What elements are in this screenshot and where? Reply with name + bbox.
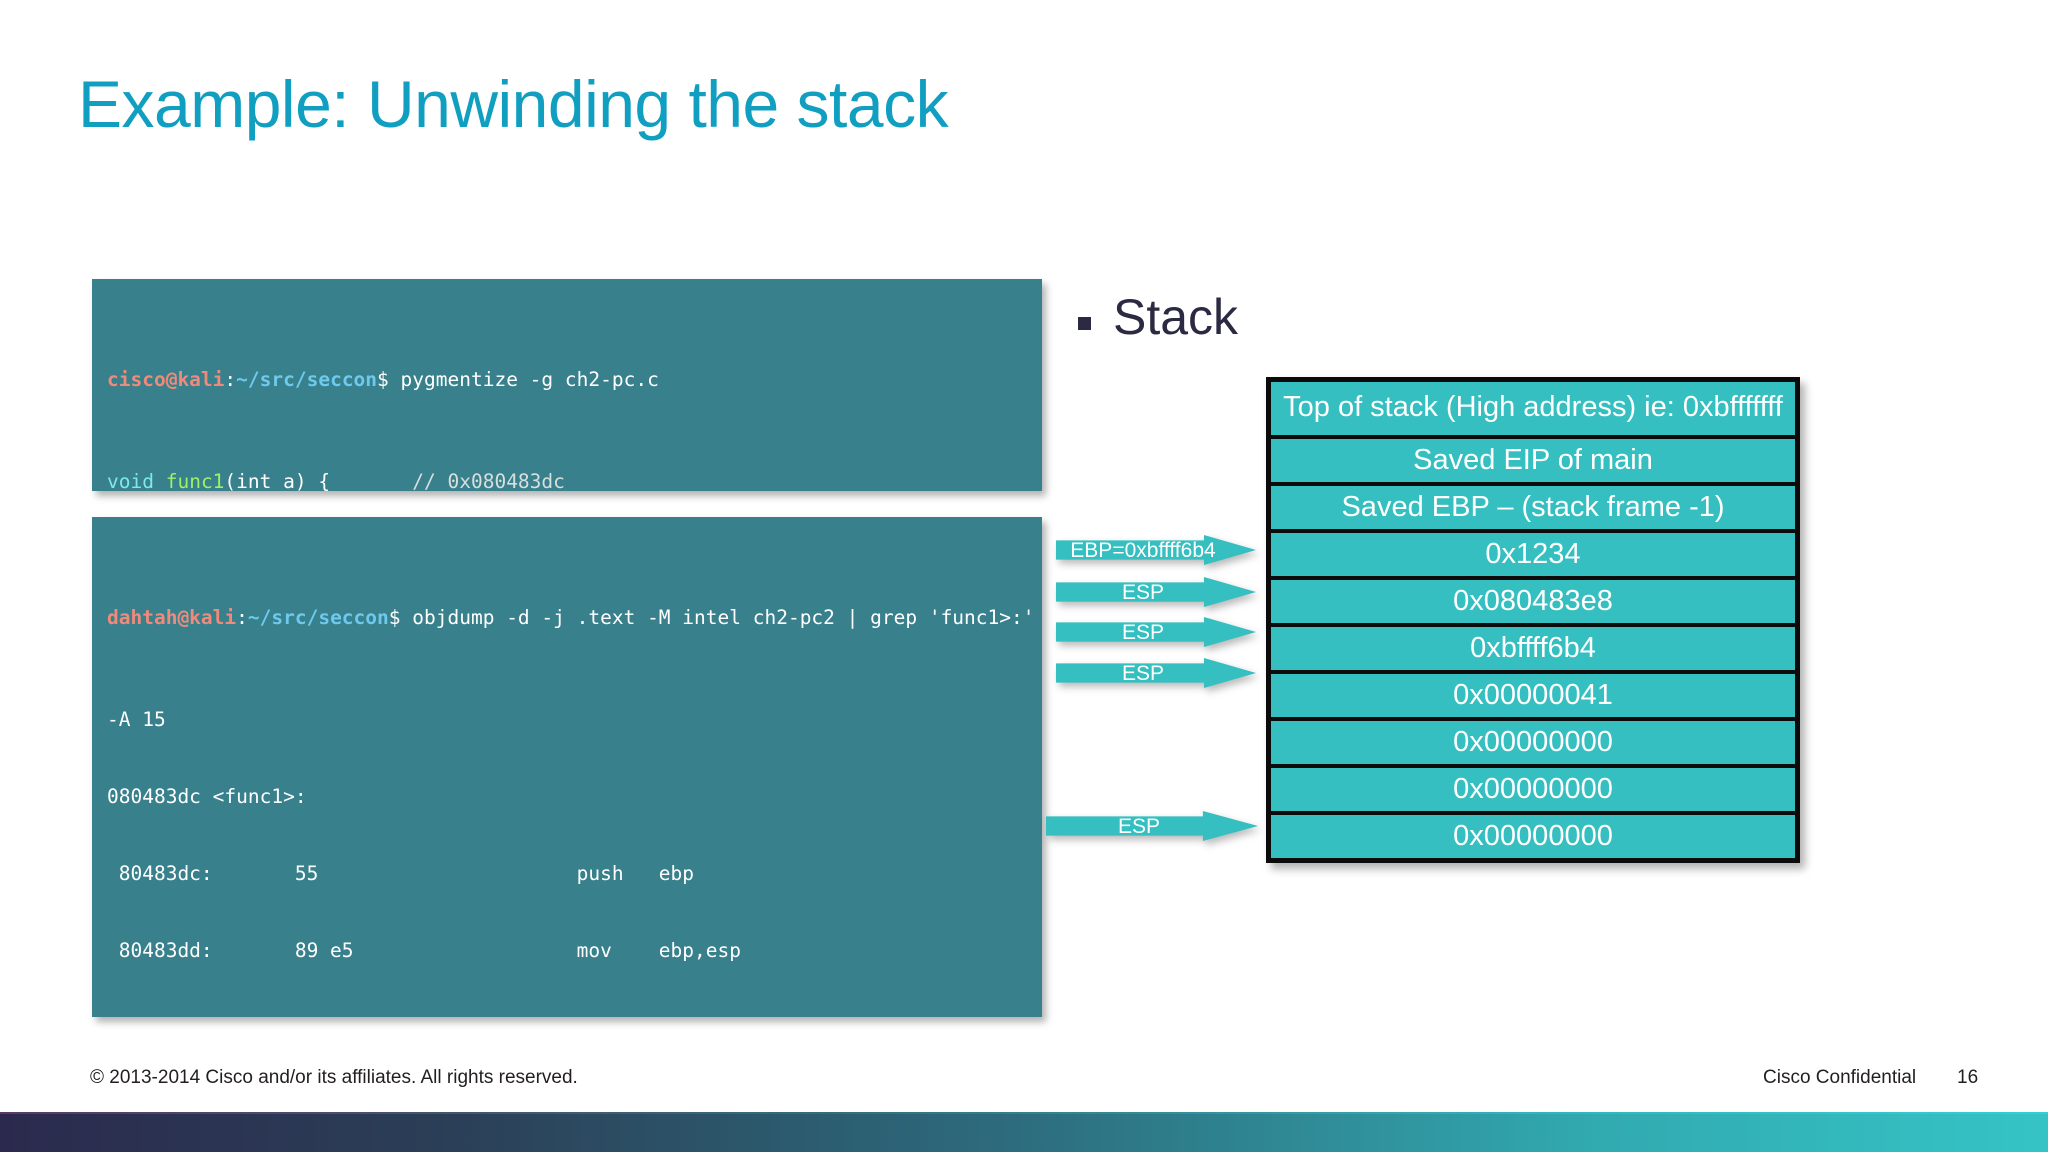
prompt-dollar: $ bbox=[388, 605, 401, 629]
prompt-path: ~/src/seccon bbox=[236, 367, 378, 391]
arrow-shape-icon: ESP bbox=[1056, 658, 1256, 688]
stack-cell-saved-eip: Saved EIP of main bbox=[1271, 439, 1795, 486]
stack-cell-arg-0x1234: 0x1234 bbox=[1271, 533, 1795, 580]
arrow-label: ESP bbox=[1117, 814, 1161, 838]
footer-gradient-bar bbox=[0, 1114, 2048, 1152]
disasm-line: 80483dc: 55 push ebp bbox=[107, 861, 694, 885]
stack-cell-zero-2: 0x00000000 bbox=[1271, 768, 1795, 815]
stack-cell-saved-ebp: Saved EBP – (stack frame -1) bbox=[1271, 486, 1795, 533]
prompt-user: cisco@kali bbox=[107, 367, 225, 391]
terminal-code-block-source: cisco@kali:~/src/seccon$ pygmentize -g c… bbox=[92, 279, 1042, 491]
arrow-esp-2: ESP bbox=[1056, 617, 1256, 647]
prompt-command: objdump -d -j .text -M intel ch2-pc2 | g… bbox=[400, 605, 1035, 629]
arrow-label: ESP bbox=[1121, 620, 1165, 644]
prompt-user: dahtah@kali bbox=[107, 605, 237, 629]
stack-cell-top-of-stack: Top of stack (High address) ie: 0xbfffff… bbox=[1271, 382, 1795, 439]
stack-cell-zero-1: 0x00000000 bbox=[1271, 721, 1795, 768]
footer-accent-line bbox=[0, 1112, 2048, 1114]
c-keyword: void bbox=[107, 470, 154, 491]
footer-copyright: © 2013-2014 Cisco and/or its affiliates.… bbox=[90, 1067, 578, 1088]
arrow-esp-3: ESP bbox=[1056, 658, 1256, 688]
arrow-shape-icon: ESP bbox=[1046, 811, 1258, 841]
arrow-esp-1: ESP bbox=[1056, 577, 1256, 607]
arrow-shape-icon: ESP bbox=[1056, 577, 1256, 607]
disasm-line: -A 15 bbox=[107, 708, 166, 732]
prompt-colon: : bbox=[224, 367, 237, 391]
prompt-colon: : bbox=[236, 605, 248, 629]
arrow-label: ESP bbox=[1121, 661, 1165, 685]
stack-cell-zero-3: 0x00000000 bbox=[1271, 815, 1795, 858]
terminal-prompt-line: dahtah@kali:~/src/seccon$ objdump -d -j … bbox=[107, 605, 1042, 631]
disasm-line: 80483dd: 89 e5 mov ebp,esp bbox=[107, 938, 741, 962]
stack-heading-label: Stack bbox=[1113, 289, 1239, 345]
arrow-label: ESP bbox=[1121, 580, 1165, 604]
stack-cell-ret-addr: 0x080483e8 bbox=[1271, 580, 1795, 627]
c-comment: // 0x080483dc bbox=[330, 470, 565, 491]
arrow-esp-4: ESP bbox=[1046, 811, 1258, 841]
prompt-command: pygmentize -g ch2-pc.c bbox=[388, 367, 659, 391]
arrow-label: EBP=0xbffff6b4 bbox=[1070, 538, 1216, 562]
prompt-path: ~/src/seccon bbox=[247, 605, 389, 629]
c-function-name: func1 bbox=[165, 470, 225, 491]
page-title: Example: Unwinding the stack bbox=[78, 67, 949, 141]
disasm-line: 80483df: 83 ec 10 sub esp,0x10 bbox=[107, 1014, 1042, 1017]
stack-cell-saved-ebp-value: 0xbffff6b4 bbox=[1271, 627, 1795, 674]
terminal-code-block-disassembly: dahtah@kali:~/src/seccon$ objdump -d -j … bbox=[92, 517, 1042, 1017]
stack-cell-local-char: 0x00000041 bbox=[1271, 674, 1795, 721]
c-signature: (int a) { bbox=[224, 470, 331, 491]
arrow-shape-icon: ESP bbox=[1056, 617, 1256, 647]
arrow-shape-icon: EBP=0xbffff6b4 bbox=[1056, 535, 1256, 565]
arrow-ebp: EBP=0xbffff6b4 bbox=[1056, 535, 1256, 565]
footer-page-number: 16 bbox=[1957, 1067, 1979, 1088]
terminal-prompt-line: cisco@kali:~/src/seccon$ pygmentize -g c… bbox=[107, 367, 1042, 393]
stack-section-heading: Stack bbox=[1078, 292, 1238, 342]
code-line: void func1(int a) { // 0x080483dc bbox=[107, 469, 1042, 491]
disasm-line: 080483dc <func1>: bbox=[107, 784, 307, 808]
footer-confidentiality-label: Cisco Confidential bbox=[1763, 1067, 1917, 1088]
prompt-dollar: $ bbox=[377, 367, 389, 391]
stack-diagram: Top of stack (High address) ie: 0xbfffff… bbox=[1266, 377, 1800, 863]
square-bullet-icon bbox=[1078, 316, 1091, 330]
space bbox=[154, 470, 166, 491]
